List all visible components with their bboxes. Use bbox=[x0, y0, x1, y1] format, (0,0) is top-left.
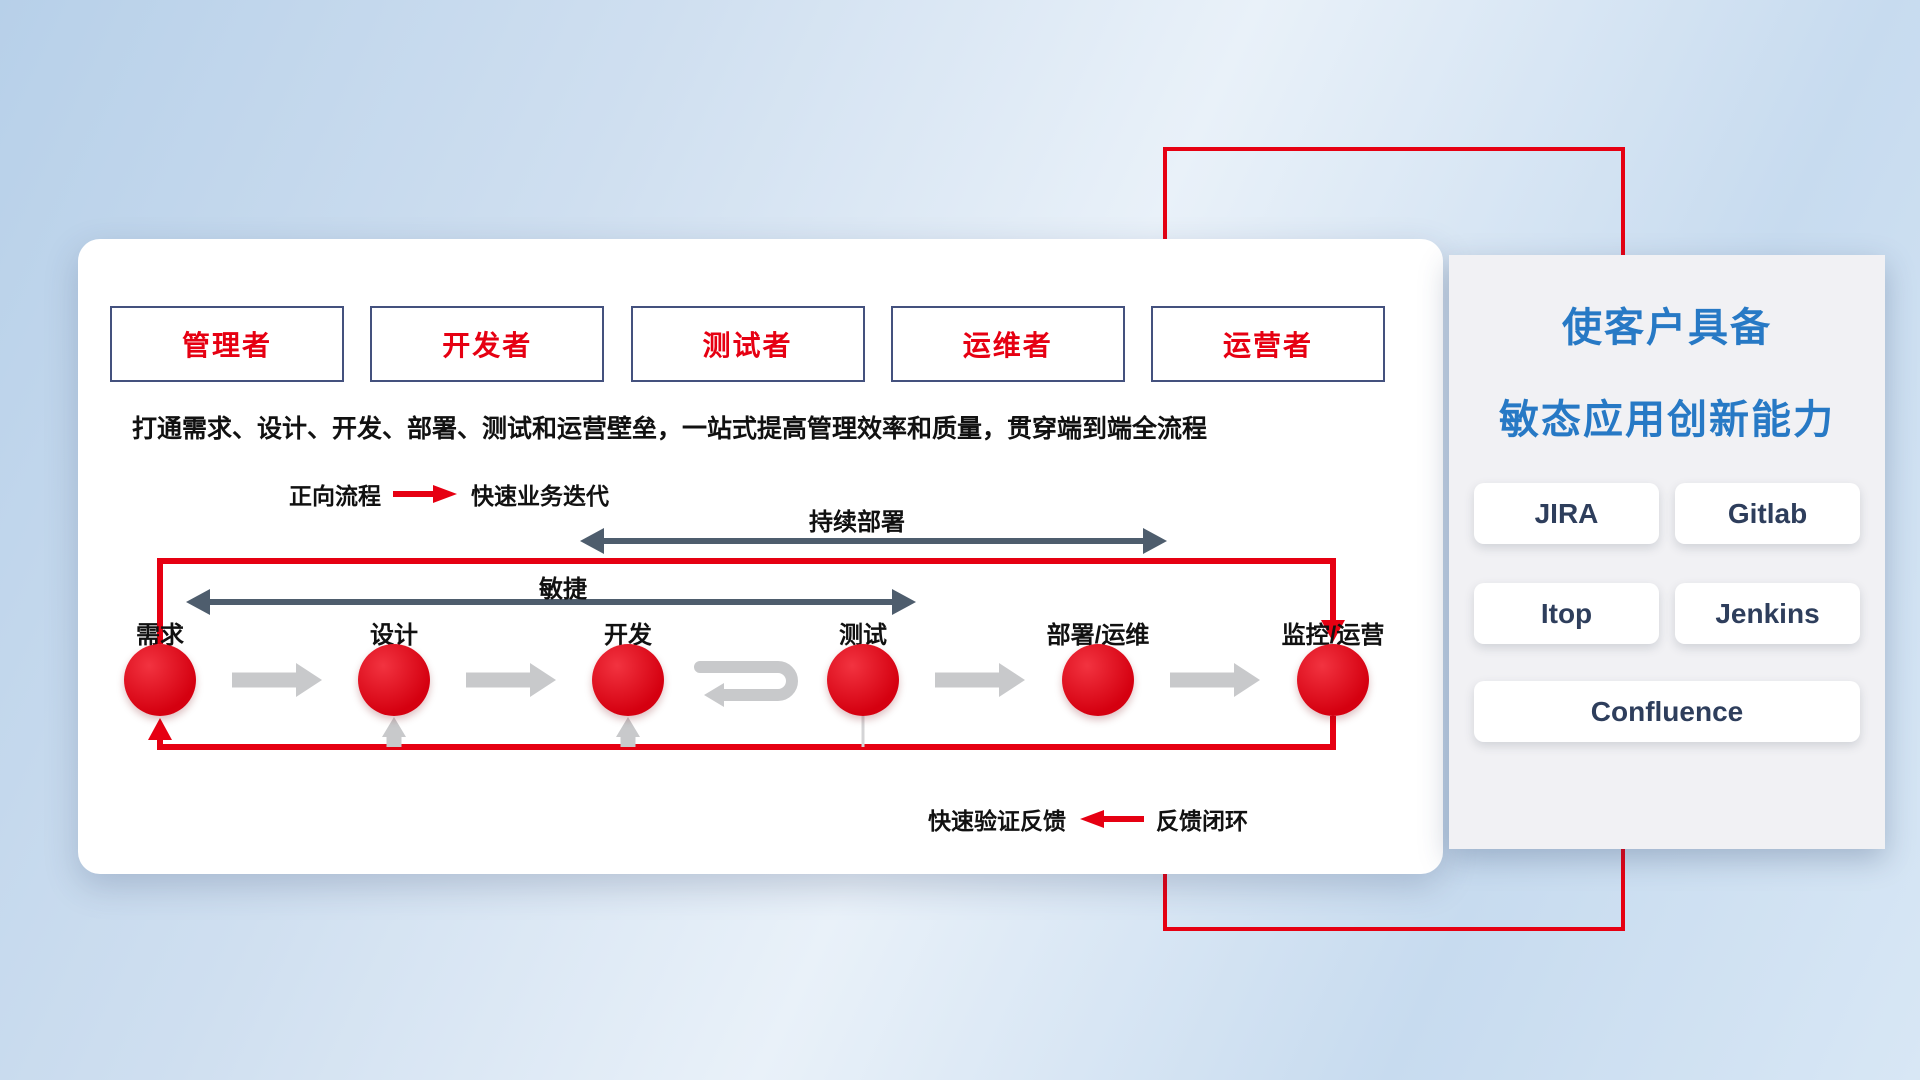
stage-circle-requirements bbox=[124, 644, 196, 716]
feedback-loop-line bbox=[148, 716, 1336, 750]
forward-loop-line bbox=[157, 558, 1345, 644]
forward-arrow-icon bbox=[393, 485, 457, 503]
role-label: 开发者 bbox=[442, 330, 533, 361]
tool-button-jira: JIRA bbox=[1474, 483, 1659, 544]
role-label: 测试者 bbox=[702, 330, 793, 361]
flow-diagram-canvas bbox=[148, 528, 1345, 750]
stage-circle-development bbox=[592, 644, 664, 716]
iterate-loop-icon bbox=[694, 661, 798, 707]
roles-row: 管理者 开发者 测试者 运维者 运营者 bbox=[110, 306, 1385, 382]
capability-title-line1: 使客户具备 bbox=[1562, 306, 1772, 350]
capability-title-line2: 敏态应用创新能力 bbox=[1499, 398, 1835, 442]
stage-circle-testing bbox=[827, 644, 899, 716]
legend-feedback-loop: 快速验证反馈 反馈闭环 bbox=[928, 802, 1248, 836]
role-box-tester: 测试者 bbox=[630, 306, 865, 382]
stage-circle-design bbox=[358, 644, 430, 716]
role-label: 运维者 bbox=[962, 330, 1053, 361]
feedback-arrow-icon bbox=[1080, 810, 1144, 828]
tool-button-confluence: Confluence bbox=[1474, 681, 1860, 742]
tool-button-gitlab: Gitlab bbox=[1675, 483, 1860, 544]
agile-label: 敏捷 bbox=[539, 576, 587, 603]
panel-description: 打通需求、设计、开发、部署、测试和运营壁垒，一站式提高管理效率和质量，贯穿端到端… bbox=[132, 415, 1208, 443]
legend-forward-flow: 正向流程 快速业务迭代 bbox=[289, 477, 609, 511]
legend-feedback-label: 快速验证反馈 bbox=[928, 808, 1066, 834]
legend-forward-value: 快速业务迭代 bbox=[471, 483, 609, 509]
role-box-developer: 开发者 bbox=[370, 306, 605, 382]
tool-button-itop: Itop bbox=[1474, 583, 1659, 644]
role-box-ops: 运维者 bbox=[890, 306, 1125, 382]
capability-panel: 使客户具备 敏态应用创新能力 JIRA Gitlab Itop Jenkins … bbox=[1449, 255, 1885, 849]
devops-flow-panel: 管理者 开发者 测试者 运维者 运营者 打通需求、设计、开发、部署、测试和运营壁… bbox=[78, 239, 1443, 874]
tool-button-jenkins: Jenkins bbox=[1675, 583, 1860, 644]
legend-forward-label: 正向流程 bbox=[289, 483, 381, 509]
role-box-operations: 运营者 bbox=[1151, 306, 1385, 382]
legend-feedback-value: 反馈闭环 bbox=[1156, 808, 1248, 834]
stage-circle-deploy-ops bbox=[1062, 644, 1134, 716]
role-box-manager: 管理者 bbox=[110, 306, 344, 382]
stage-circle-monitor-operations bbox=[1297, 644, 1369, 716]
role-label: 管理者 bbox=[181, 330, 272, 361]
role-label: 运营者 bbox=[1222, 330, 1313, 361]
continuous-deploy-label: 持续部署 bbox=[809, 509, 905, 536]
